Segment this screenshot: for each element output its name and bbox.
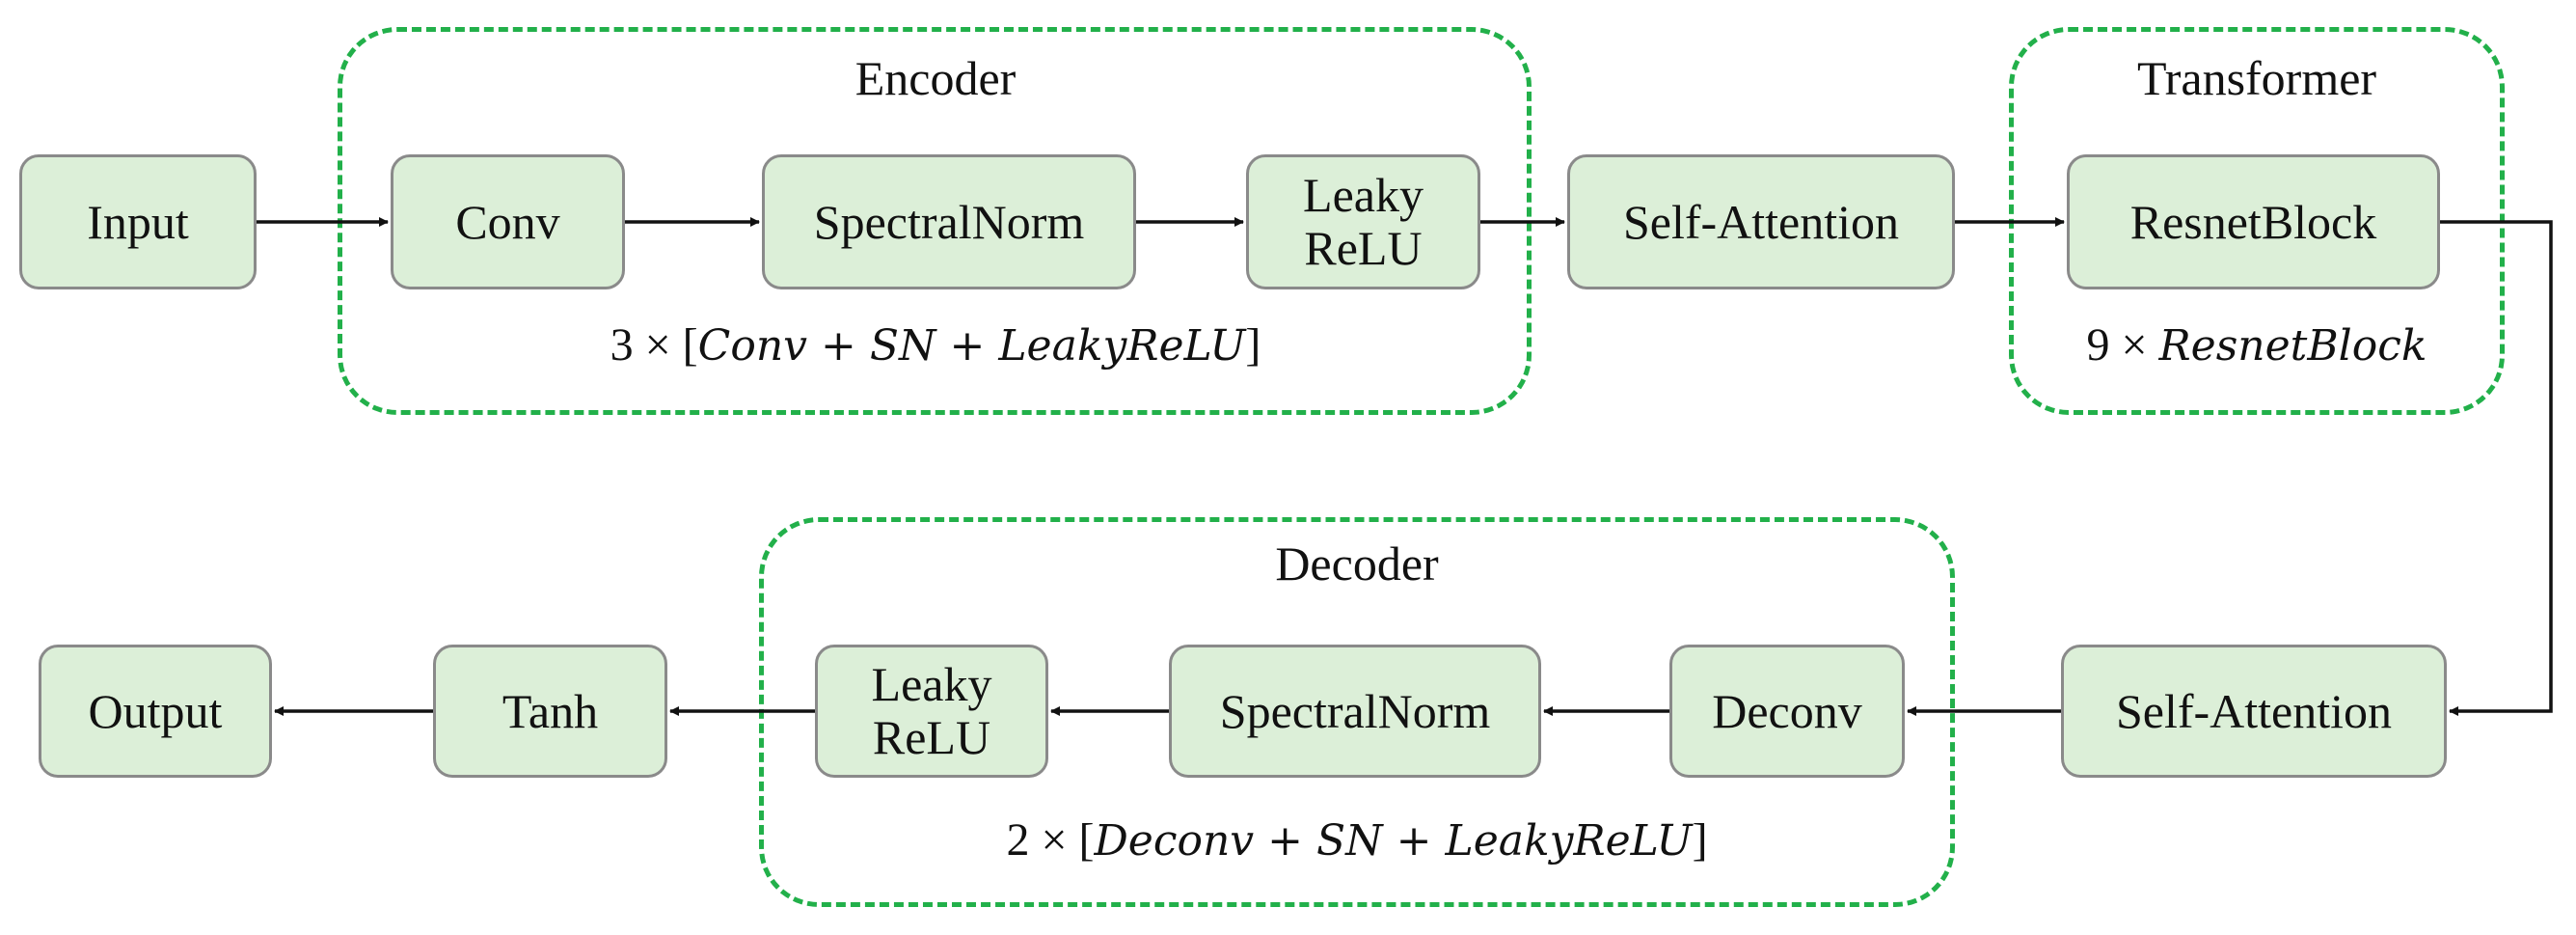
transformer-formula-prefix: 9 × <box>2086 319 2159 371</box>
arrow-resnetblock-to-selfattention <box>2440 220 2553 716</box>
decoder-formula-suffix: ] <box>1692 814 1708 866</box>
encoder-formula-prefix: 3 × [ <box>610 319 698 371</box>
encoder-formula: 3 × [Conv + SN + LeakyReLU] <box>386 322 1485 369</box>
input-node: Input <box>19 154 257 289</box>
leaky-relu-node-encoder: Leaky ReLU <box>1246 154 1480 289</box>
self-attention-node-2: Self-Attention <box>2061 645 2447 778</box>
leaky-relu-node-decoder: Leaky ReLU <box>815 645 1048 778</box>
decoder-formula-prefix: 2 × [ <box>1006 814 1095 866</box>
spectralnorm-node-encoder: SpectralNorm <box>762 154 1136 289</box>
self-attention-node-1: Self-Attention <box>1567 154 1955 289</box>
decoder-formula-body: Deconv + SN + LeakyReLU <box>1094 816 1693 866</box>
encoder-title: Encoder <box>854 51 1017 105</box>
encoder-formula-suffix: ] <box>1245 319 1261 371</box>
transformer-formula-body: ResnetBlock <box>2158 321 2427 371</box>
encoder-formula-body: Conv + SN + LeakyReLU <box>697 321 1246 371</box>
deconv-node: Deconv <box>1669 645 1905 778</box>
decoder-title: Decoder <box>1275 536 1439 591</box>
transformer-title: Transformer <box>2136 51 2377 105</box>
decoder-formula: 2 × [Deconv + SN + LeakyReLU] <box>798 817 1916 864</box>
resnetblock-node: ResnetBlock <box>2067 154 2440 289</box>
output-node: Output <box>39 645 272 778</box>
tanh-node: Tanh <box>433 645 667 778</box>
transformer-formula: 9 × ResnetBlock <box>2025 322 2488 369</box>
conv-node: Conv <box>391 154 625 289</box>
spectralnorm-node-decoder: SpectralNorm <box>1169 645 1541 778</box>
